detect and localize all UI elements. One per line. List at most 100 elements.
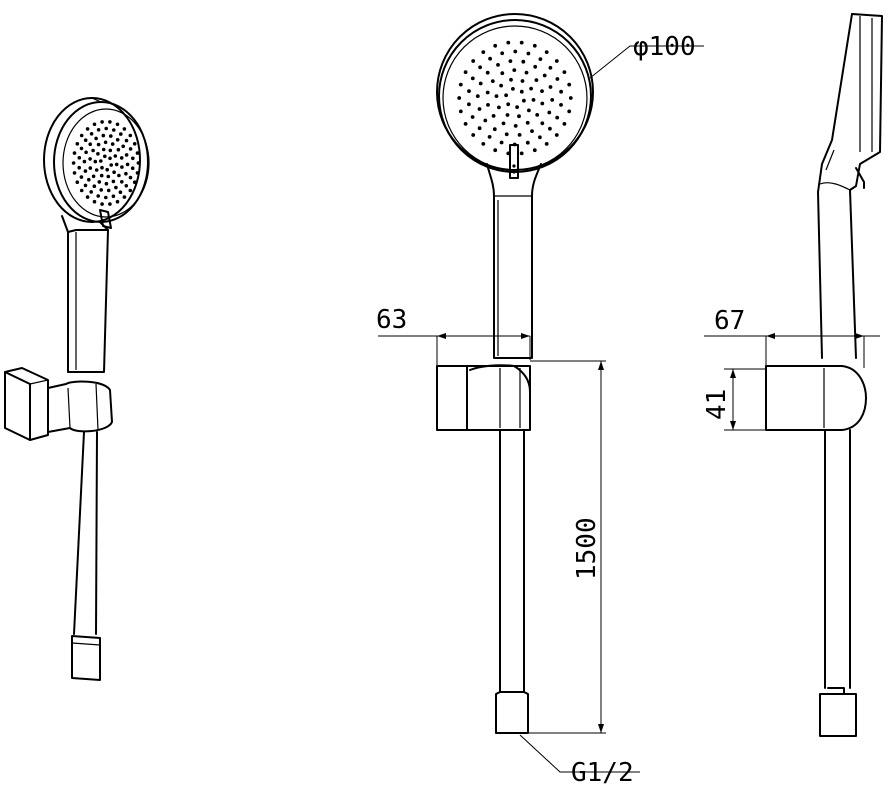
nozzle-dot (71, 161, 76, 165)
nozzle-dot (478, 65, 482, 70)
nozzle-dot (100, 202, 104, 206)
nozzle-dot (103, 154, 107, 159)
nozzle-dot (100, 165, 104, 170)
nozzle-dot (568, 96, 573, 100)
front-hose-nut (495, 691, 529, 734)
nozzle-dot (538, 135, 542, 140)
nozzle-dot (485, 90, 490, 95)
nozzle-dot (500, 71, 505, 76)
nozzle-dot (493, 43, 498, 48)
nozzle-dot (118, 190, 123, 194)
dimension-holder-width-front: 63 (376, 305, 531, 366)
perspective-hose (71, 431, 101, 681)
nozzle-dot (124, 153, 129, 157)
nozzle-dot (554, 133, 559, 137)
nozzle-dot (513, 124, 518, 128)
nozzle-dot (531, 98, 536, 102)
nozzle-dot (79, 133, 84, 138)
nozzle-dot (519, 89, 524, 94)
nozzle-dot (132, 142, 137, 146)
side-view: 67 41 (702, 13, 883, 737)
nozzle-dot (471, 59, 476, 63)
nozzle-dot (104, 195, 108, 200)
nozzle-dot (554, 59, 559, 63)
nozzle-dot (94, 168, 99, 172)
nozzle-dot (124, 171, 128, 176)
nozzle-dot (559, 89, 563, 94)
nozzle-dot (517, 114, 521, 119)
nozzle-dot (486, 103, 490, 107)
nozzle-dot (105, 167, 109, 172)
label-holder-width-side: 67 (714, 306, 745, 336)
nozzle-dot (106, 174, 111, 179)
nozzle-dot (458, 82, 463, 87)
nozzle-dot (96, 142, 101, 147)
nozzle-dot (79, 146, 84, 151)
nozzle-dot (555, 115, 560, 120)
nozzle-dot (493, 148, 498, 153)
nozzle-dot (72, 151, 77, 155)
nozzle-dot (115, 138, 120, 142)
nozzle-dot (499, 140, 504, 145)
nozzle-dot (82, 159, 87, 164)
nozzle-dot (548, 65, 553, 70)
nozzle-dot (115, 199, 120, 204)
nozzle-dot (101, 133, 106, 138)
nozzle-dot (567, 109, 572, 114)
nozzle-dot (519, 151, 524, 156)
nozzle-dot (112, 128, 116, 132)
nozzle-dot (544, 142, 549, 146)
nozzle-dot (77, 165, 81, 170)
nozzle-dot (84, 150, 88, 155)
nozzle-dot (497, 105, 501, 110)
perspective-view (4, 97, 150, 681)
nozzle-dot (119, 156, 124, 160)
nozzle-dot (131, 156, 135, 161)
nozzle-dot (116, 147, 121, 152)
nozzle-dot (125, 162, 130, 167)
nozzle-dot (490, 79, 495, 83)
nozzle-dot (477, 107, 482, 111)
nozzle-dot (88, 166, 93, 170)
nozzle-dot (544, 50, 549, 54)
nozzle-dot (96, 128, 101, 132)
side-wall-holder (765, 365, 867, 431)
nozzle-dot (463, 70, 468, 74)
nozzle-dot (99, 188, 103, 192)
nozzle-dot (534, 78, 539, 82)
nozzle-dot (103, 140, 108, 145)
nozzle-dot (114, 162, 119, 167)
nozzle-dot (525, 140, 530, 145)
nozzle-dot (457, 96, 462, 100)
nozzle-dot (532, 43, 537, 48)
nozzle-dot (92, 122, 97, 127)
nozzle-dot (88, 142, 92, 146)
nozzle-dot (92, 184, 97, 188)
nozzle-dot (115, 122, 120, 127)
side-hose-nut (819, 693, 857, 737)
nozzle-dot (72, 171, 77, 175)
nozzle-dot (108, 202, 112, 206)
nozzle-dot (124, 138, 129, 143)
nozzle-dot (77, 156, 82, 160)
nozzle-dot (122, 195, 127, 199)
perspective-nozzle-pattern (71, 120, 141, 206)
nozzle-dot (128, 175, 133, 180)
nozzle-dot (508, 59, 513, 63)
nozzle-dot (467, 89, 471, 93)
perspective-handle (61, 215, 109, 373)
nozzle-dot (522, 98, 526, 103)
nozzle-dot (104, 181, 109, 186)
nozzle-dot (475, 94, 480, 98)
nozzle-dot (94, 136, 98, 141)
nozzle-dot (529, 86, 533, 91)
nozzle-dot (109, 134, 113, 138)
nozzle-dot (111, 179, 116, 184)
nozzle-dot (463, 122, 468, 126)
nozzle-dot (467, 102, 471, 107)
nozzle-dot (540, 101, 545, 106)
nozzle-dot (110, 142, 115, 146)
dimension-holder-height: 41 (702, 368, 766, 431)
nozzle-dot (135, 171, 140, 175)
